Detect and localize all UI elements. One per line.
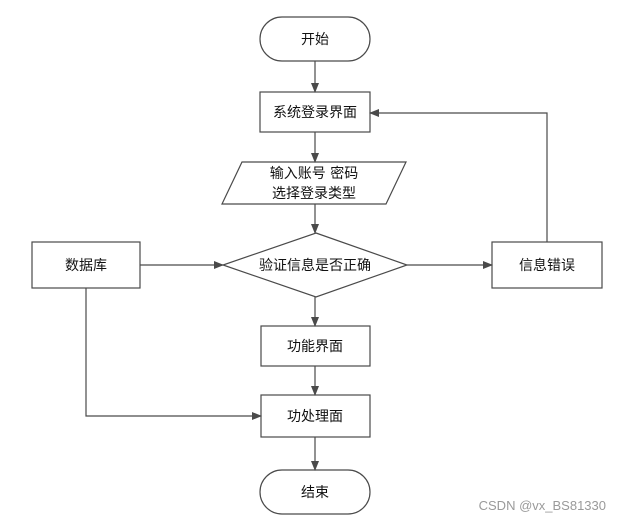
verify-decision-node: 验证信息是否正确 [221, 232, 409, 298]
login-screen-label: 系统登录界面 [273, 105, 357, 121]
function-screen-node: 功能界面 [260, 325, 371, 367]
error-node: 信息错误 [491, 241, 603, 289]
verify-label: 验证信息是否正确 [259, 257, 371, 274]
start-node: 开始 [259, 16, 371, 62]
process-screen-label: 功处理面 [287, 409, 343, 425]
login-screen-node: 系统登录界面 [259, 91, 371, 133]
input-node: 输入账号 密码 选择登录类型 [221, 161, 407, 205]
database-node: 数据库 [31, 241, 141, 289]
end-node: 结束 [259, 469, 371, 515]
start-label: 开始 [301, 32, 329, 48]
input-label-line1: 输入账号 密码 [270, 165, 358, 182]
process-screen-node: 功处理面 [260, 394, 371, 438]
input-label-line2: 选择登录类型 [272, 186, 356, 202]
error-label: 信息错误 [519, 257, 575, 274]
database-label: 数据库 [65, 258, 107, 274]
end-label: 结束 [301, 485, 329, 501]
arrow-error-to-login [369, 109, 548, 242]
function-screen-label: 功能界面 [287, 339, 343, 355]
watermark: CSDN @vx_BS81330 [478, 498, 606, 513]
arrow-database-to-process [85, 288, 262, 420]
